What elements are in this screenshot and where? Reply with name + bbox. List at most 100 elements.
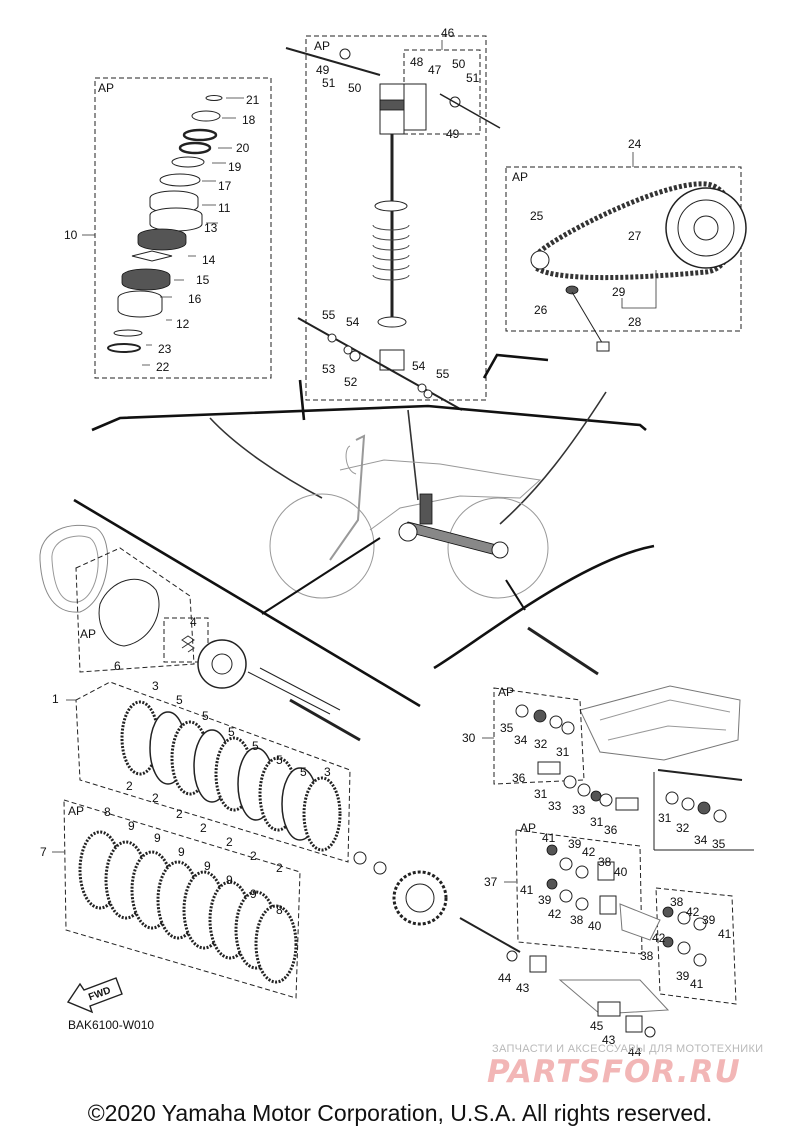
washer-part bbox=[373, 861, 387, 875]
collar-part bbox=[537, 761, 561, 775]
collar-part bbox=[343, 345, 353, 355]
callout-number: 32 bbox=[534, 737, 548, 751]
callout-number: 50 bbox=[452, 57, 466, 71]
callout-number: 41 bbox=[520, 883, 534, 897]
pointer-line bbox=[407, 409, 419, 501]
chain-roller-part bbox=[565, 285, 579, 295]
washer-part bbox=[506, 950, 518, 962]
callout-number: 31 bbox=[590, 815, 604, 829]
rear-wheel bbox=[447, 497, 549, 599]
callout-number: 38 bbox=[598, 855, 612, 869]
callout-number: 4 bbox=[190, 615, 197, 629]
rear-shock-group: AP bbox=[285, 35, 501, 411]
callout-number: 38 bbox=[670, 895, 684, 909]
callout-number: 9 bbox=[226, 873, 233, 887]
bearing-part bbox=[563, 775, 577, 789]
bearing-race-part bbox=[117, 290, 163, 318]
collar-part bbox=[515, 704, 529, 718]
bearing-part bbox=[693, 953, 707, 967]
clutch-boss-part bbox=[405, 883, 435, 913]
callout-number: 52 bbox=[344, 375, 358, 389]
callout-number: 31 bbox=[556, 745, 570, 759]
group-box-steering bbox=[94, 77, 272, 379]
callout-number: 2 bbox=[176, 807, 183, 821]
motorcycle-silhouette bbox=[269, 434, 549, 599]
oil-seal-part bbox=[182, 128, 218, 142]
callout-number: 5 bbox=[300, 765, 307, 779]
group-box-friction bbox=[75, 681, 351, 863]
callout-number: 27 bbox=[628, 229, 642, 243]
bearing-part bbox=[693, 917, 707, 931]
callout-number: 54 bbox=[346, 315, 360, 329]
washer-part bbox=[327, 333, 337, 343]
bearing-part bbox=[677, 911, 691, 925]
callout-number: 6 bbox=[114, 659, 121, 673]
number-plate bbox=[345, 445, 357, 475]
bolt-part bbox=[459, 917, 521, 953]
clutch-cover-part bbox=[39, 524, 109, 613]
collar-part bbox=[597, 861, 615, 881]
callout-number: 8 bbox=[276, 903, 283, 917]
callout-number: 15 bbox=[196, 273, 210, 287]
callout-number: 49 bbox=[446, 127, 460, 141]
pivot-highlight bbox=[398, 522, 418, 542]
callout-number: 40 bbox=[588, 919, 602, 933]
callout-number: 9 bbox=[128, 819, 135, 833]
callout-number: 9 bbox=[178, 845, 185, 859]
callout-number: 41 bbox=[718, 927, 732, 941]
callout-number: 32 bbox=[676, 821, 690, 835]
spring-seat-part bbox=[374, 200, 408, 212]
callout-number: 20 bbox=[236, 141, 250, 155]
section-divider bbox=[298, 379, 306, 421]
tapered-bearing-part bbox=[121, 268, 171, 291]
bolt-part bbox=[571, 291, 605, 347]
callout-number: 47 bbox=[428, 63, 442, 77]
callout-number: 40 bbox=[614, 865, 628, 879]
gasket-part bbox=[98, 578, 160, 647]
group-box-plate-kit bbox=[63, 799, 301, 999]
pointer-line bbox=[499, 391, 607, 525]
drive-sprocket-part bbox=[530, 250, 550, 270]
collar-part bbox=[625, 1015, 643, 1033]
section-divider bbox=[73, 498, 421, 708]
push-rod-part bbox=[247, 667, 341, 715]
section-pointers-top bbox=[91, 353, 647, 525]
relay-arm-part bbox=[619, 903, 661, 941]
seal-part bbox=[131, 250, 173, 262]
reservoir-bolt-part bbox=[439, 93, 501, 129]
circlip-part bbox=[205, 95, 223, 101]
diagram-code: BAK6100-W010 bbox=[68, 1018, 155, 1032]
seal-part bbox=[546, 878, 558, 890]
collar-part bbox=[349, 350, 361, 362]
callout-number: 41 bbox=[690, 977, 704, 991]
collar-part bbox=[417, 383, 427, 393]
callout-number: 53 bbox=[322, 362, 336, 376]
callout-number: 7 bbox=[40, 845, 47, 859]
callout-number: 42 bbox=[652, 931, 666, 945]
group-box-shock bbox=[305, 35, 487, 401]
callout-number: 36 bbox=[604, 823, 618, 837]
ap-tag: AP bbox=[498, 685, 514, 699]
swingarm-part bbox=[599, 699, 731, 741]
friction-plate-part bbox=[254, 904, 298, 984]
callout-number: 54 bbox=[412, 359, 426, 373]
clutch-cover-part bbox=[51, 535, 99, 603]
lower-bolt-part bbox=[297, 317, 463, 411]
callout-number: 36 bbox=[512, 771, 526, 785]
bearing-part bbox=[681, 797, 695, 811]
connecting-rod-part bbox=[558, 979, 670, 1015]
front-fork bbox=[329, 434, 366, 561]
callout-number: 26 bbox=[534, 303, 548, 317]
shock-body-part bbox=[379, 99, 405, 111]
copyright-notice: ©2020 Yamaha Motor Corporation, U.S.A. A… bbox=[87, 1100, 713, 1126]
ap-tag: AP bbox=[520, 821, 536, 835]
pivot-shaft-part bbox=[527, 626, 599, 676]
bearing-part bbox=[697, 801, 711, 815]
callout-number: 9 bbox=[154, 831, 161, 845]
watermark-subtitle: ЗАПЧАСТИ И АКСЕССУАРЫ ДЛЯ МОТОТЕХНИКИ bbox=[492, 1043, 764, 1055]
callout-number: 25 bbox=[530, 209, 544, 223]
bearing-part bbox=[559, 857, 573, 871]
drive-chain-group: AP bbox=[505, 152, 747, 352]
